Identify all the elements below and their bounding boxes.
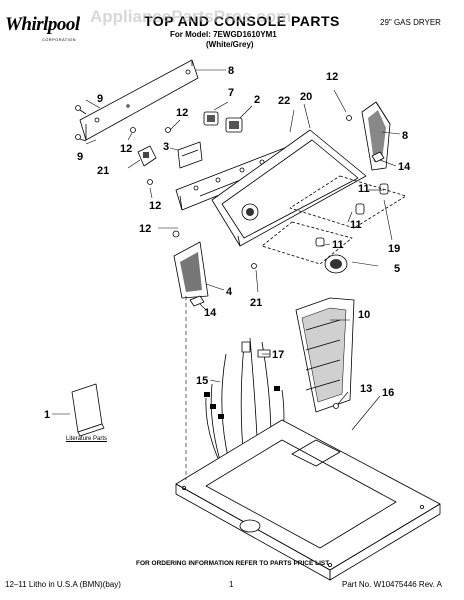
callout-13: 13 <box>360 383 372 395</box>
callout-17: 17 <box>272 349 284 361</box>
callout-14-left: 14 <box>204 307 217 319</box>
callout-6: 8 <box>228 65 234 77</box>
dial-5 <box>324 254 348 274</box>
callout-4: 4 <box>226 286 233 298</box>
callout-11-b: 11 <box>350 219 362 231</box>
callout-10: 10 <box>358 309 370 321</box>
bracket-21 <box>137 145 157 167</box>
screw-12-a <box>130 127 136 133</box>
lint-screen-10 <box>295 297 355 413</box>
page-number: 1 <box>229 580 234 589</box>
callout-15: 15 <box>196 375 208 387</box>
callout-11-a: 11 <box>358 183 370 195</box>
clip-11-b <box>355 203 365 215</box>
callout-5: 5 <box>394 263 400 275</box>
callout-19: 20 <box>300 91 312 103</box>
brand-name: Whirlpool <box>5 14 80 35</box>
callout-21: 21 <box>97 165 109 177</box>
screw-13 <box>333 403 339 409</box>
screw-20 <box>251 263 257 269</box>
literature-parts-label: Literature Parts <box>66 436 108 442</box>
callout-2: 2 <box>254 94 260 106</box>
part-number: Part No. W10475446 Rev. A <box>342 580 442 589</box>
litho-info: 12–11 Litho in U.S.A (BMN)(bay) <box>5 580 121 589</box>
callout-18: 19 <box>388 243 400 255</box>
clip-14-right <box>371 151 385 163</box>
screw-12-b <box>165 127 171 133</box>
top-panel-16 <box>175 419 441 581</box>
screw-12-c <box>147 179 153 185</box>
callout-12-lower: 12 <box>139 223 151 235</box>
clip-14-left <box>189 295 205 307</box>
callout-16: 16 <box>382 387 394 399</box>
end-cap-4 <box>173 241 209 299</box>
switch-3 <box>177 141 203 169</box>
callout-11-c: 11 <box>332 239 344 251</box>
knob-7 <box>203 111 219 126</box>
ordering-info: FOR ORDERING INFORMATION REFER TO PARTS … <box>136 560 330 567</box>
leader-lines <box>52 69 401 480</box>
callout-20: 21 <box>250 297 262 309</box>
color-line: (White/Grey) <box>206 40 254 49</box>
callout-12-left: 12 <box>120 143 132 155</box>
callout-1: 1 <box>44 409 50 421</box>
product-type: 29" GAS DRYER <box>380 18 441 27</box>
model-line: For Model: 7EWGD1610YM1 <box>170 30 277 39</box>
clip-11-c <box>315 237 325 247</box>
end-cap-8 <box>361 101 391 171</box>
watermark: AppliancePartsPros.com <box>90 7 291 26</box>
page-title: TOP AND CONSOLE PARTS <box>144 13 340 29</box>
screw-12-d <box>172 230 180 238</box>
literature-book-1 <box>71 383 105 437</box>
callout-12-mid: 12 <box>149 200 161 212</box>
screw-9-bottom <box>75 134 87 142</box>
callout-12-top: 12 <box>176 107 188 119</box>
console-front-19 <box>211 129 367 247</box>
brand-logo: Whirlpool <box>5 14 80 36</box>
callout-3: 3 <box>163 141 169 153</box>
callout-9-top: 9 <box>97 93 103 105</box>
group-18-dashed <box>261 175 407 265</box>
screw-12-e <box>346 115 352 121</box>
brand-subtitle: CORPORATION <box>42 37 76 42</box>
connector-17 <box>241 341 271 358</box>
callout-9-bottom: 9 <box>77 151 83 163</box>
screw-9-top <box>75 105 87 115</box>
callout-22: 22 <box>278 95 290 107</box>
callout-7: 7 <box>228 87 234 99</box>
rear-console-panel <box>79 59 199 141</box>
callout-14-right: 14 <box>398 161 411 173</box>
callout-8: 8 <box>402 130 408 142</box>
knob-2 <box>225 117 243 133</box>
callout-12-right: 12 <box>326 71 338 83</box>
